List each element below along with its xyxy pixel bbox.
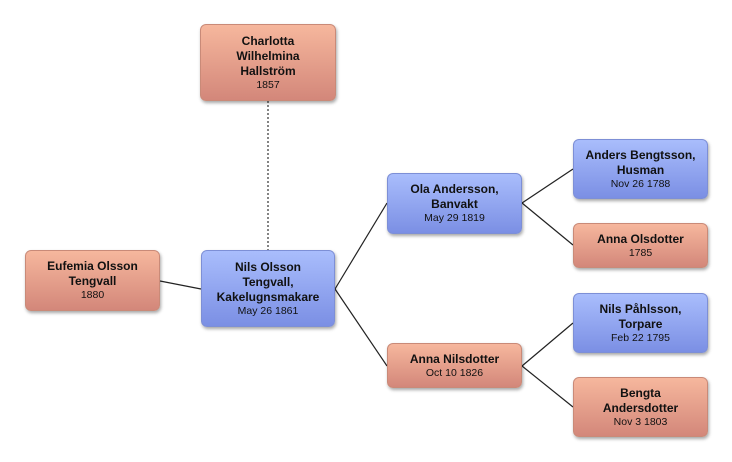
parent-link-bengta (521, 365, 574, 408)
person-name: Nils Olsson Tengvall, Kakelugnsmakare (216, 259, 320, 304)
parent-link-anna-olsdotter (521, 202, 574, 246)
person-name: Anna Nilsdotter (409, 351, 500, 366)
person-name: Eufemia Olsson Tengvall (47, 259, 138, 288)
person-card-bengta[interactable]: Bengta Andersdotter Nov 3 1803 (573, 377, 708, 437)
person-name: Charlotta Wilhelmina Hallström (236, 33, 300, 78)
person-date: Nov 26 1788 (610, 177, 671, 190)
parent-link-ola (334, 202, 388, 290)
person-card-nils-pahlsson[interactable]: Nils Påhlsson, Torpare Feb 22 1795 (573, 293, 708, 353)
person-date: May 29 1819 (424, 212, 485, 224)
person-date: 1880 (80, 289, 105, 301)
spouse-link-eufemia (159, 280, 202, 290)
person-date: 1857 (256, 78, 280, 91)
person-name: Ola Andersson, Banvakt (410, 182, 499, 211)
person-date: 1785 (628, 246, 653, 259)
parent-link-nils-pahlsson (521, 322, 574, 367)
person-card-eufemia[interactable]: Eufemia Olsson Tengvall 1880 (25, 250, 160, 311)
person-date: Feb 22 1795 (611, 331, 670, 344)
person-name: Anna Olsdotter (597, 231, 684, 246)
person-date: May 26 1861 (237, 304, 299, 317)
parent-link-anna-nilsdotter (334, 288, 388, 367)
person-card-nils-olsson[interactable]: Nils Olsson Tengvall, Kakelugnsmakare Ma… (201, 250, 335, 327)
person-date: Oct 10 1826 (425, 366, 484, 379)
person-card-ola-andersson[interactable]: Ola Andersson, Banvakt May 29 1819 (387, 173, 522, 234)
person-card-anna-olsdotter[interactable]: Anna Olsdotter 1785 (573, 223, 708, 268)
person-name: Bengta Andersdotter (602, 385, 679, 415)
person-card-anna-nilsdotter[interactable]: Anna Nilsdotter Oct 10 1826 (387, 343, 522, 388)
person-date: Nov 3 1803 (613, 415, 668, 428)
person-card-anders-bengtsson[interactable]: Anders Bengtsson, Husman Nov 26 1788 (573, 139, 708, 199)
person-card-charlotta[interactable]: Charlotta Wilhelmina Hallström 1857 (200, 24, 336, 101)
person-name: Nils Påhlsson, Torpare (599, 301, 682, 331)
parent-link-anders (521, 168, 574, 204)
person-name: Anders Bengtsson, Husman (585, 147, 696, 177)
